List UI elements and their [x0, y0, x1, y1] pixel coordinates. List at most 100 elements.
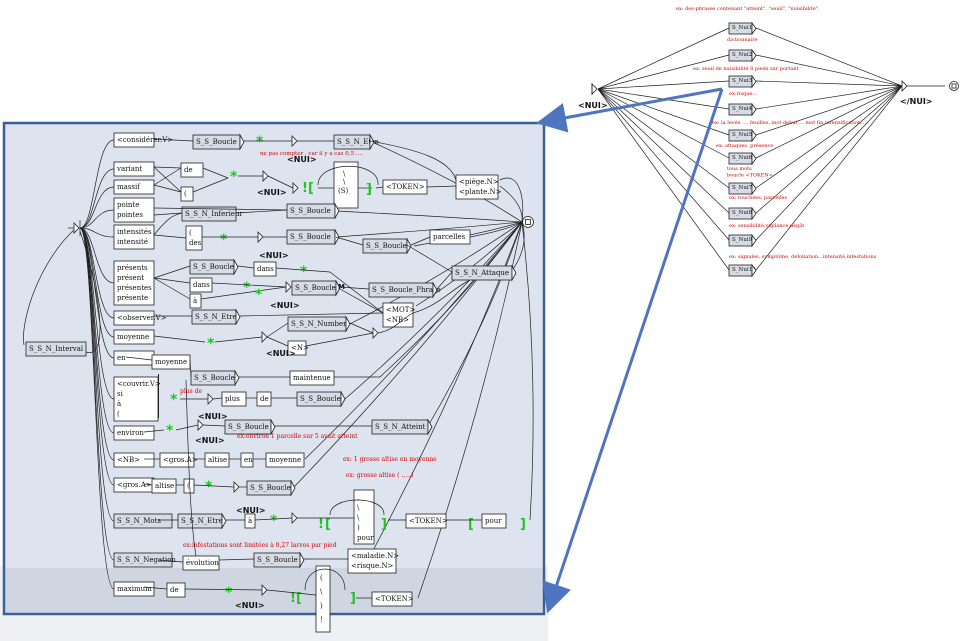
box-label: S_S_N_Attaque — [455, 269, 509, 277]
box-label: S_Nui8 — [732, 210, 753, 216]
edge — [153, 167, 182, 186]
box-arrow — [751, 206, 757, 221]
edge-to-final — [510, 221, 525, 273]
nui-marker: <NUI> — [270, 301, 300, 310]
main-edge-out — [755, 85, 903, 214]
edge — [193, 484, 235, 488]
edge — [153, 212, 183, 236]
sub-start-marker — [73, 222, 80, 234]
box-paren-2: ( — [183, 478, 195, 494]
box-frame — [204, 452, 230, 468]
left-stack-box: <considérer.V> — [113, 132, 173, 148]
edge — [153, 277, 191, 300]
main-right-marker: </NUI> — [900, 97, 933, 106]
box-label: si — [117, 390, 124, 398]
edge — [377, 312, 414, 334]
box-arrow — [751, 21, 757, 36]
edge — [375, 186, 384, 189]
main-edge-out — [755, 85, 903, 110]
edge — [254, 517, 293, 521]
main-box-3: S_Nui3 — [728, 74, 757, 89]
box-s-s-boucle-8: S_S_Boucle — [296, 390, 346, 408]
box-s-s-boucle-phrase: S_S_Boucle_Phrase — [368, 281, 441, 299]
main-edge-in — [597, 88, 730, 189]
box-s-s-boucle-4: S_S_Boucle — [362, 237, 412, 255]
box-label: S_S_N_Interval — [29, 345, 84, 353]
box-token-3: <TOKEN> — [371, 591, 414, 607]
box-arrow — [239, 133, 245, 151]
green-star: * — [300, 264, 308, 280]
box-label: <gros.A> — [163, 456, 198, 464]
edge — [125, 356, 153, 361]
box-arrow — [221, 512, 227, 530]
main-edge-out — [755, 54, 903, 87]
green-star: * — [270, 513, 278, 529]
note-grosse-altise-2: ex: grosse altise ( .....) — [346, 472, 413, 479]
box-frame — [159, 452, 195, 468]
note-environ: ex:environ 1 parcelle sur 5 avait attein… — [237, 433, 358, 440]
main-note: ex: la levée .... feuilles, mot debut ..… — [712, 119, 869, 126]
box-a-2: à — [244, 513, 256, 529]
edge — [266, 322, 289, 338]
box-label: parcelles — [433, 233, 466, 241]
box-n: <N> — [287, 340, 309, 356]
box-arrow — [751, 128, 757, 143]
box-label: S_S_Boucle — [295, 284, 336, 292]
box-s-s-boucle-11: S_S_Boucle — [253, 551, 305, 569]
box-label: S_S_N_Inferieur — [185, 210, 243, 218]
box-s-s-n-interval: S_S_N_Interval — [25, 341, 87, 357]
box-label: en — [117, 354, 126, 362]
box-frame — [405, 513, 447, 529]
left-stack-box: massif — [113, 179, 155, 195]
box-label: évolution — [186, 559, 219, 567]
box-label: en — [244, 456, 253, 464]
panel-bottom-band — [5, 568, 543, 613]
box-frame — [166, 582, 186, 598]
box-label: <N> — [291, 344, 309, 352]
main-edge-in — [597, 27, 730, 90]
nui-marker: <NUI> — [236, 506, 266, 515]
box-label: <piège.N> — [459, 178, 499, 186]
box-frame — [113, 425, 155, 441]
box-label: ( — [320, 574, 323, 582]
main-note: boucle <TOKEN> — [727, 173, 773, 179]
box-frame — [113, 179, 155, 195]
box-frame — [289, 370, 335, 386]
left-stack-box: environ — [113, 425, 155, 441]
box-frame — [189, 277, 213, 293]
box-label: <observer.V> — [117, 314, 167, 322]
box-arrow — [751, 181, 757, 196]
box-frame — [113, 132, 155, 148]
box-label: (S) — [338, 187, 349, 195]
edge — [153, 335, 206, 343]
edge — [499, 177, 524, 223]
box-arrow — [432, 281, 438, 299]
box-frame — [113, 260, 155, 306]
box-s-s-boucle-10: S_S_Boucle — [246, 479, 296, 497]
box-pour: pour — [481, 513, 507, 529]
main-edge-in — [597, 54, 730, 90]
main-edge-out — [755, 85, 903, 136]
box-label: S_Nui4 — [732, 106, 753, 112]
nui-marker: <NUI> — [266, 349, 296, 358]
box-frame — [113, 197, 155, 223]
box-arrow — [751, 151, 757, 166]
box-label: maximum — [117, 585, 152, 593]
box-label: S_Nui5 — [732, 132, 753, 138]
box-frame — [113, 224, 155, 250]
box-label: <maladie.N> — [351, 552, 399, 560]
box-label: dans — [257, 265, 274, 273]
box-gros-2: <gros.A> — [159, 452, 198, 468]
box-label: ) — [320, 602, 323, 610]
box-label: à — [117, 399, 121, 408]
box-frame — [182, 555, 220, 571]
box-frame — [240, 452, 254, 468]
box-s-s-boucle-7: S_S_Boucle — [190, 369, 240, 387]
edge — [153, 277, 191, 284]
box-label: \ — [343, 170, 346, 178]
edge — [369, 140, 457, 181]
box-loop-group-2 — [353, 489, 375, 545]
main-edge-in — [597, 88, 730, 136]
